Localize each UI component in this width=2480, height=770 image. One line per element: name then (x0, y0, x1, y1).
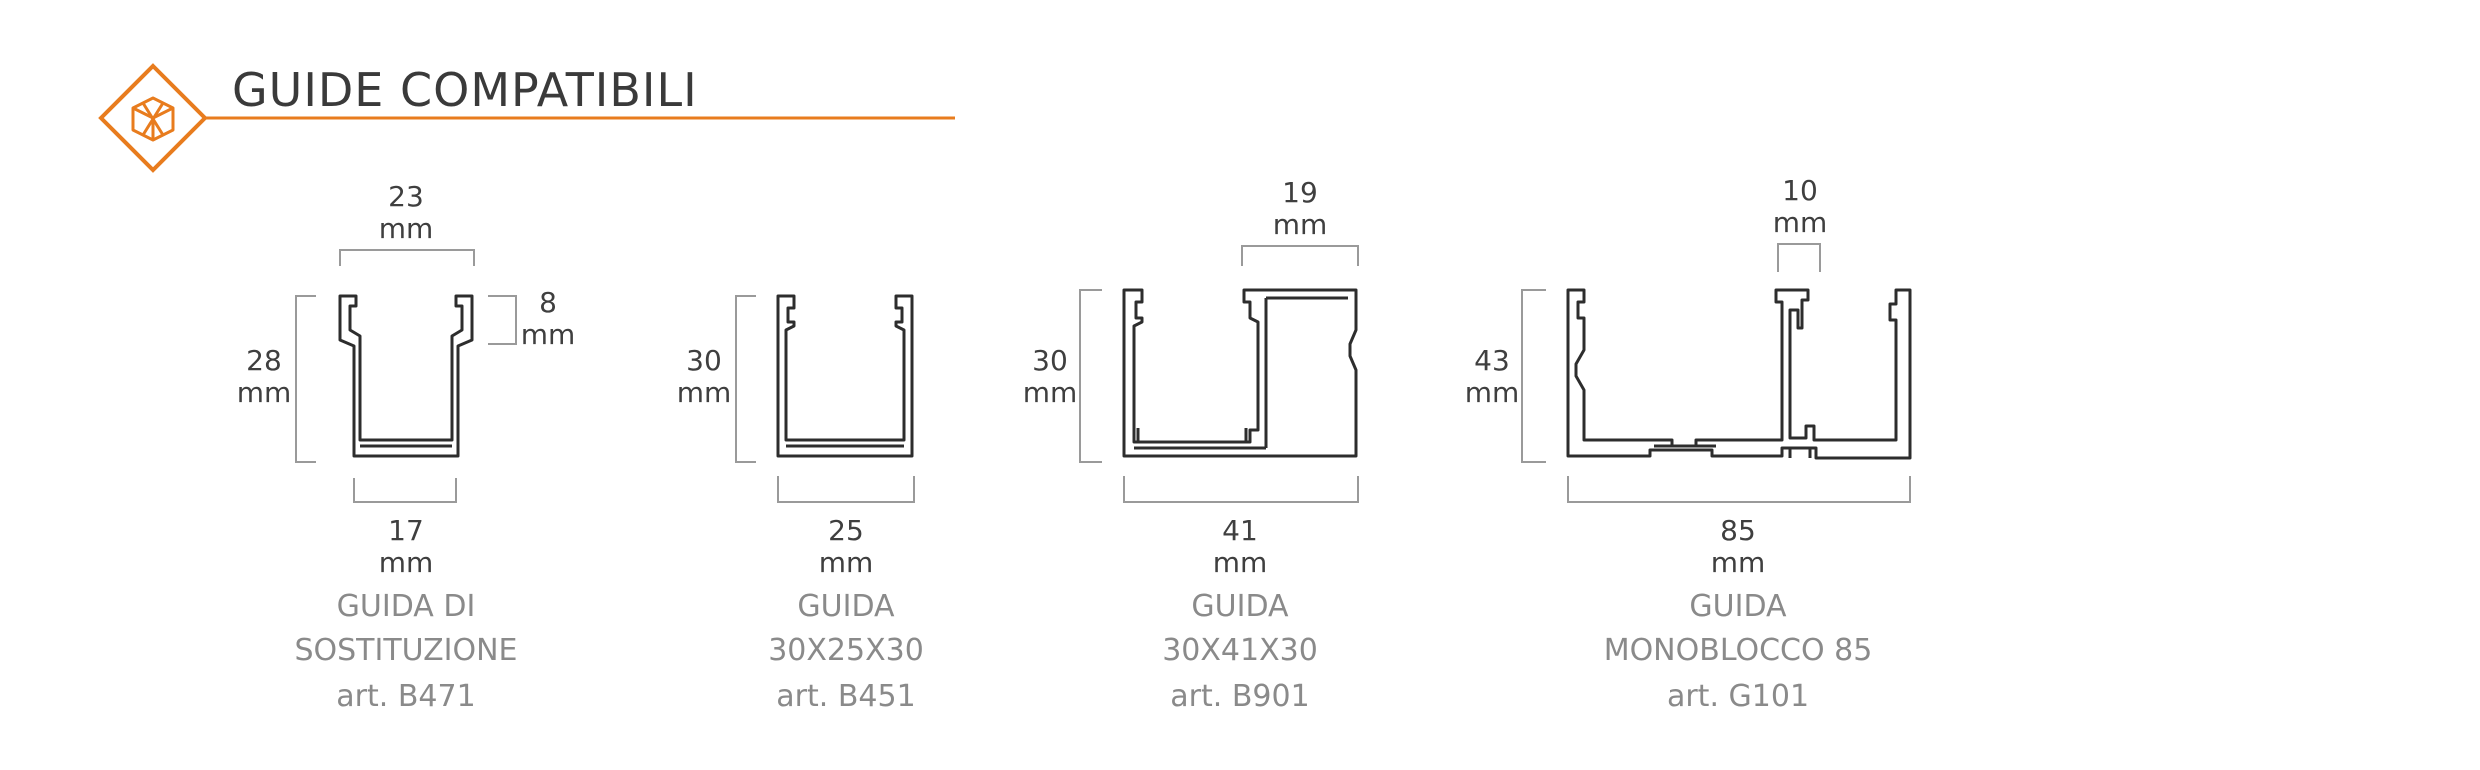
top-unit: mm (379, 212, 434, 245)
bottom-unit: mm (1213, 546, 1268, 579)
height-unit: mm (237, 376, 292, 409)
profile-drawing (1566, 288, 1912, 460)
height-dim: 30 (1032, 344, 1068, 377)
cube-icon (98, 63, 208, 173)
dimension-lines (1521, 243, 1911, 503)
bottom-unit: mm (1711, 546, 1766, 579)
dimension-lines (295, 249, 517, 503)
bottom-dim: 25 (828, 514, 864, 547)
top-dim: 23 (388, 180, 424, 213)
profile-name-line2: SOSTITUZIONE (294, 633, 517, 668)
profile-name-line2: MONOBLOCCO 85 (1604, 633, 1873, 668)
page-title: GUIDE COMPATIBILI (232, 63, 698, 117)
top-dim: 10 (1782, 174, 1818, 207)
height-dim: 43 (1474, 344, 1510, 377)
profile-30x41x30: 19 mm 30 mm 41 mm GUIDA 30X41X30 art. B9… (1023, 176, 1359, 714)
profile-name-line2: 30X25X30 (768, 633, 924, 668)
height-dim: 30 (686, 344, 722, 377)
header: GUIDE COMPATIBILI (98, 63, 955, 173)
top-unit: mm (1273, 208, 1328, 241)
profile-article: art. B901 (1170, 679, 1309, 714)
bottom-dim: 41 (1222, 514, 1258, 547)
bottom-dim: 85 (1720, 514, 1756, 547)
height-unit: mm (677, 376, 732, 409)
profile-monoblocco-85: 10 mm 43 mm 85 mm GUIDA MONOBLOCCO 85 ar… (1465, 174, 1912, 714)
profile-article: art. B471 (336, 679, 475, 714)
height-unit: mm (1465, 376, 1520, 409)
bottom-unit: mm (379, 546, 434, 579)
dimension-lines (735, 295, 915, 503)
top-unit: mm (1773, 206, 1828, 239)
profile-name-line1: GUIDA (1191, 589, 1289, 624)
height-dim: 28 (246, 344, 282, 377)
profile-name-line1: GUIDA DI (337, 589, 476, 624)
profile-name-line1: GUIDA (797, 589, 895, 624)
profile-name-line1: GUIDA (1689, 589, 1787, 624)
side-dim: 8 (539, 286, 557, 319)
side-unit: mm (521, 318, 576, 351)
profile-name-line2: 30X41X30 (1162, 633, 1318, 668)
bottom-dim: 17 (388, 514, 424, 547)
profile-sostituzione: 23 mm 8 mm 28 mm 17 mm GUIDA DI SOSTITUZ… (237, 180, 576, 714)
profile-article: art. G101 (1667, 679, 1809, 714)
dimension-lines (1079, 245, 1359, 503)
profile-drawing (1122, 288, 1358, 458)
top-dim: 19 (1282, 176, 1318, 209)
profile-article: art. B451 (776, 679, 915, 714)
profile-drawing (338, 294, 474, 458)
height-unit: mm (1023, 376, 1078, 409)
profile-drawing (776, 294, 914, 458)
bottom-unit: mm (819, 546, 874, 579)
profile-30x25x30: 30 mm 25 mm GUIDA 30X25X30 art. B451 (677, 294, 924, 714)
